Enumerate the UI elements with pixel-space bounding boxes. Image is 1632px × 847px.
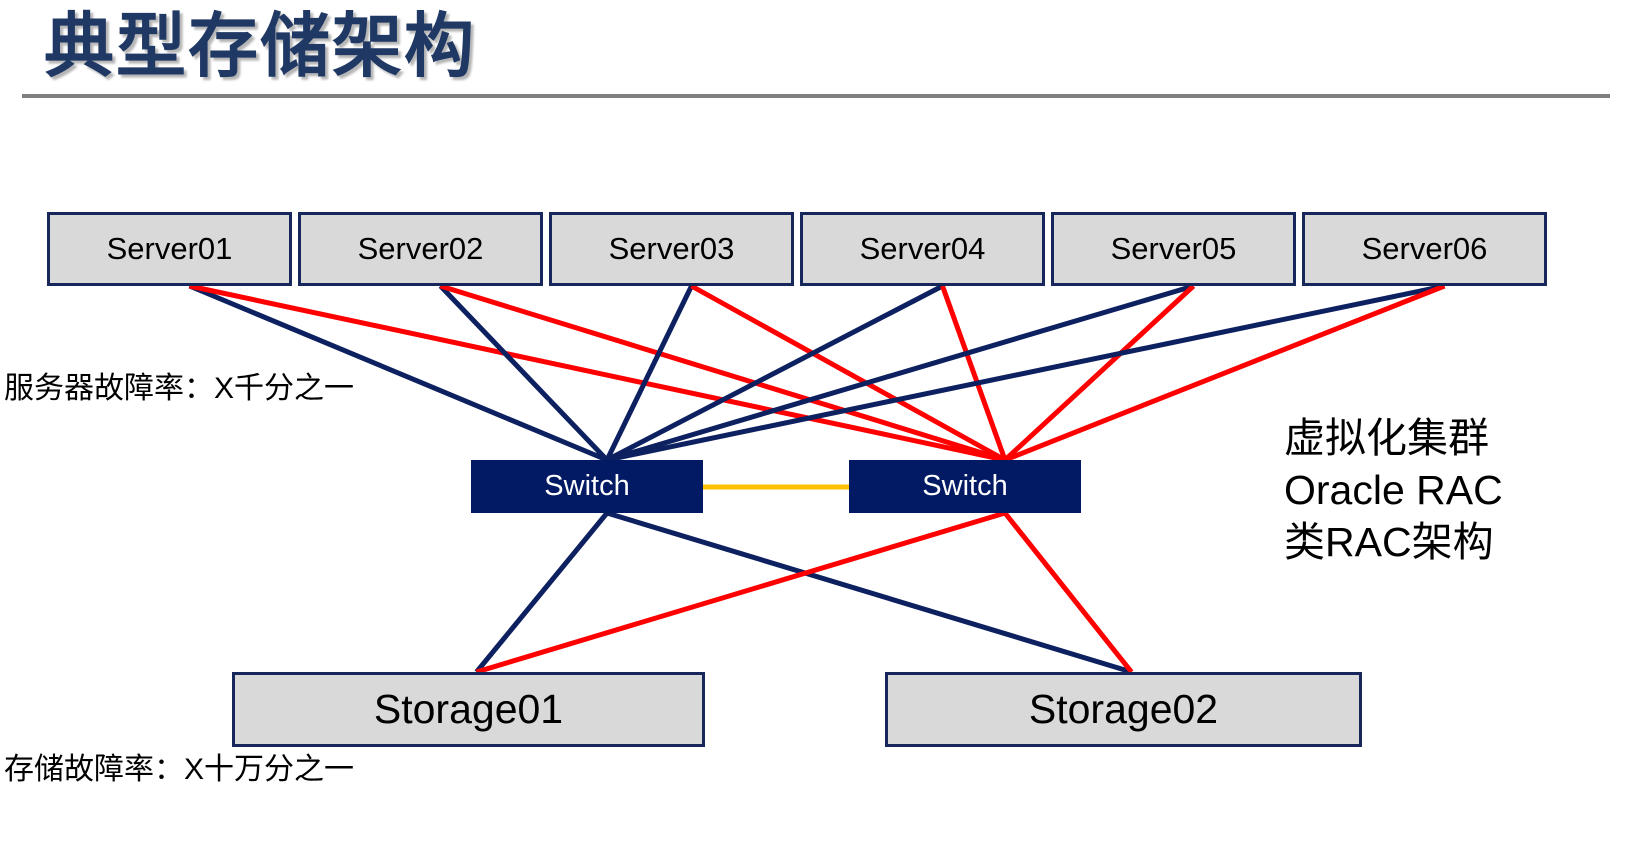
link-switch-b-to-storage-02 — [1003, 511, 1134, 674]
link-server-1-to-switch-b — [188, 283, 1006, 463]
link-switch-b-to-storage-01 — [475, 510, 1006, 675]
link-switch-a-to-storage-02 — [606, 510, 1133, 675]
node-label: Server04 — [859, 231, 986, 266]
link-server-1-to-switch-a — [188, 283, 608, 463]
title-divider — [22, 94, 1610, 98]
node-storage-02[interactable]: Storage02 — [885, 672, 1362, 747]
link-server-2-to-switch-a — [438, 284, 609, 462]
page-title: 典型存储架构 — [44, 7, 476, 85]
server-to-switch-links — [188, 283, 1446, 463]
node-label: Server01 — [106, 231, 233, 266]
link-server-3-to-switch-a — [604, 284, 694, 462]
node-server-03[interactable]: Server03 — [549, 212, 794, 286]
switch-to-storage-links — [474, 510, 1134, 675]
node-server-05[interactable]: Server05 — [1051, 212, 1296, 286]
link-server-4-to-switch-a — [605, 283, 944, 463]
node-server-04[interactable]: Server04 — [800, 212, 1045, 286]
link-server-5-to-switch-b — [1003, 284, 1196, 462]
node-label: Server05 — [1110, 231, 1237, 266]
node-label: Switch — [922, 470, 1008, 502]
link-switch-a-to-storage-01 — [474, 511, 609, 674]
link-server-5-to-switch-a — [606, 283, 1195, 463]
node-label: Storage01 — [373, 686, 564, 732]
link-server-4-to-switch-b — [940, 285, 1008, 461]
node-label: Switch — [544, 470, 630, 502]
link-server-6-to-switch-a — [606, 283, 1446, 463]
node-label: Server02 — [357, 231, 484, 266]
node-label: Server03 — [608, 231, 735, 266]
node-server-02[interactable]: Server02 — [298, 212, 543, 286]
cluster-note-line-2: Oracle RAC — [1284, 467, 1503, 513]
link-server-2-to-switch-b — [439, 283, 1006, 463]
node-switch-a[interactable]: Switch — [471, 460, 703, 513]
node-server-06[interactable]: Server06 — [1302, 212, 1547, 286]
cluster-note-line-1: 虚拟化集群 — [1284, 415, 1489, 461]
node-label: Server06 — [1361, 231, 1488, 266]
node-switch-b[interactable]: Switch — [849, 460, 1081, 513]
link-server-6-to-switch-b — [1004, 283, 1446, 463]
node-storage-01[interactable]: Storage01 — [232, 672, 705, 747]
cluster-note: 虚拟化集群 Oracle RAC 类RAC架构 — [1284, 412, 1503, 568]
link-server-3-to-switch-b — [690, 283, 1007, 463]
cluster-note-line-3: 类RAC架构 — [1284, 519, 1494, 565]
server-failure-rate-note: 服务器故障率：X千分之一 — [4, 372, 355, 405]
node-server-01[interactable]: Server01 — [47, 212, 292, 286]
storage-failure-rate-note: 存储故障率：X十万分之一 — [4, 753, 355, 786]
node-label: Storage02 — [1028, 686, 1219, 732]
